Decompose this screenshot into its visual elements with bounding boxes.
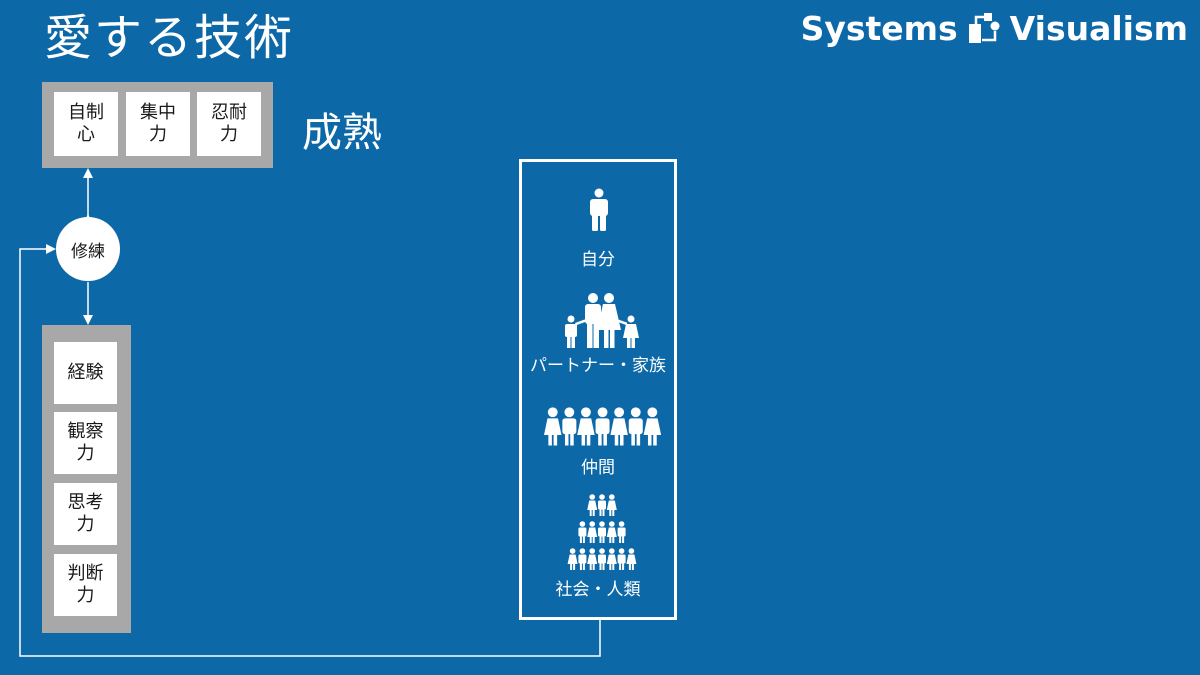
feedback-loop-arrow	[19, 244, 601, 657]
practice-node: 修練	[56, 217, 120, 281]
person-figure	[595, 407, 610, 446]
top-virtue-box: 自制心 集中力 忍耐力	[42, 82, 273, 168]
person-figure	[606, 521, 617, 543]
person-figure	[617, 521, 626, 543]
person-figure	[643, 407, 661, 446]
person-figure	[587, 494, 598, 516]
person-figure	[598, 521, 606, 543]
person-figure	[578, 548, 587, 570]
practice-label: 修練	[71, 241, 105, 262]
level-label-family: パートナー・家族	[530, 356, 666, 376]
skill-cell: 観察力	[54, 412, 117, 474]
skill-label: 経験	[67, 362, 104, 383]
skill-label: 判断力	[67, 563, 104, 606]
person-figure	[544, 407, 562, 446]
person-figure	[598, 548, 606, 570]
virtue-label: 自制心	[68, 102, 104, 145]
skill-cell: 思考力	[54, 483, 117, 545]
brand: Systems Visualism	[801, 6, 1188, 50]
skill-cell: 判断力	[54, 554, 117, 616]
skill-label: 思考力	[67, 492, 104, 535]
crowd-pyramid-icon	[567, 494, 637, 570]
person-figure	[567, 548, 578, 570]
maturity-label: 成熟	[302, 110, 382, 156]
person-figure	[587, 548, 598, 570]
person-figure	[587, 521, 598, 543]
virtue-cell: 集中力	[126, 92, 190, 156]
virtue-label: 集中力	[140, 102, 176, 145]
virtue-cell: 自制心	[54, 92, 118, 156]
systems-visualism-logo-icon	[968, 13, 1000, 43]
love-circle-panel: 自分 パートナー・家族 仲間 社会・人類	[519, 159, 677, 620]
brand-name-left: Systems	[800, 8, 958, 48]
group-icon	[544, 407, 661, 446]
person-figure	[598, 494, 606, 516]
person-figure	[562, 407, 577, 446]
single-person-icon	[590, 188, 608, 231]
person-figure	[577, 407, 595, 446]
level-label-self: 自分	[581, 250, 615, 270]
person-figure	[610, 407, 628, 446]
brand-name-right: Visualism	[1009, 8, 1188, 48]
virtue-label: 忍耐力	[211, 102, 247, 145]
person-figure	[626, 548, 637, 570]
person-figure	[606, 494, 617, 516]
person-figure	[606, 548, 617, 570]
skill-box: 経験 観察力 思考力 判断力	[42, 325, 131, 633]
level-label-companions: 仲間	[581, 458, 615, 478]
person-figure	[578, 521, 587, 543]
page-title: 愛する技術	[44, 10, 295, 66]
person-figure	[617, 548, 626, 570]
level-label-society: 社会・人類	[555, 580, 641, 600]
skill-label: 観察力	[67, 421, 104, 464]
virtue-cell: 忍耐力	[197, 92, 261, 156]
skill-cell: 経験	[54, 342, 117, 404]
person-figure	[628, 407, 643, 446]
family-icon	[565, 293, 639, 348]
